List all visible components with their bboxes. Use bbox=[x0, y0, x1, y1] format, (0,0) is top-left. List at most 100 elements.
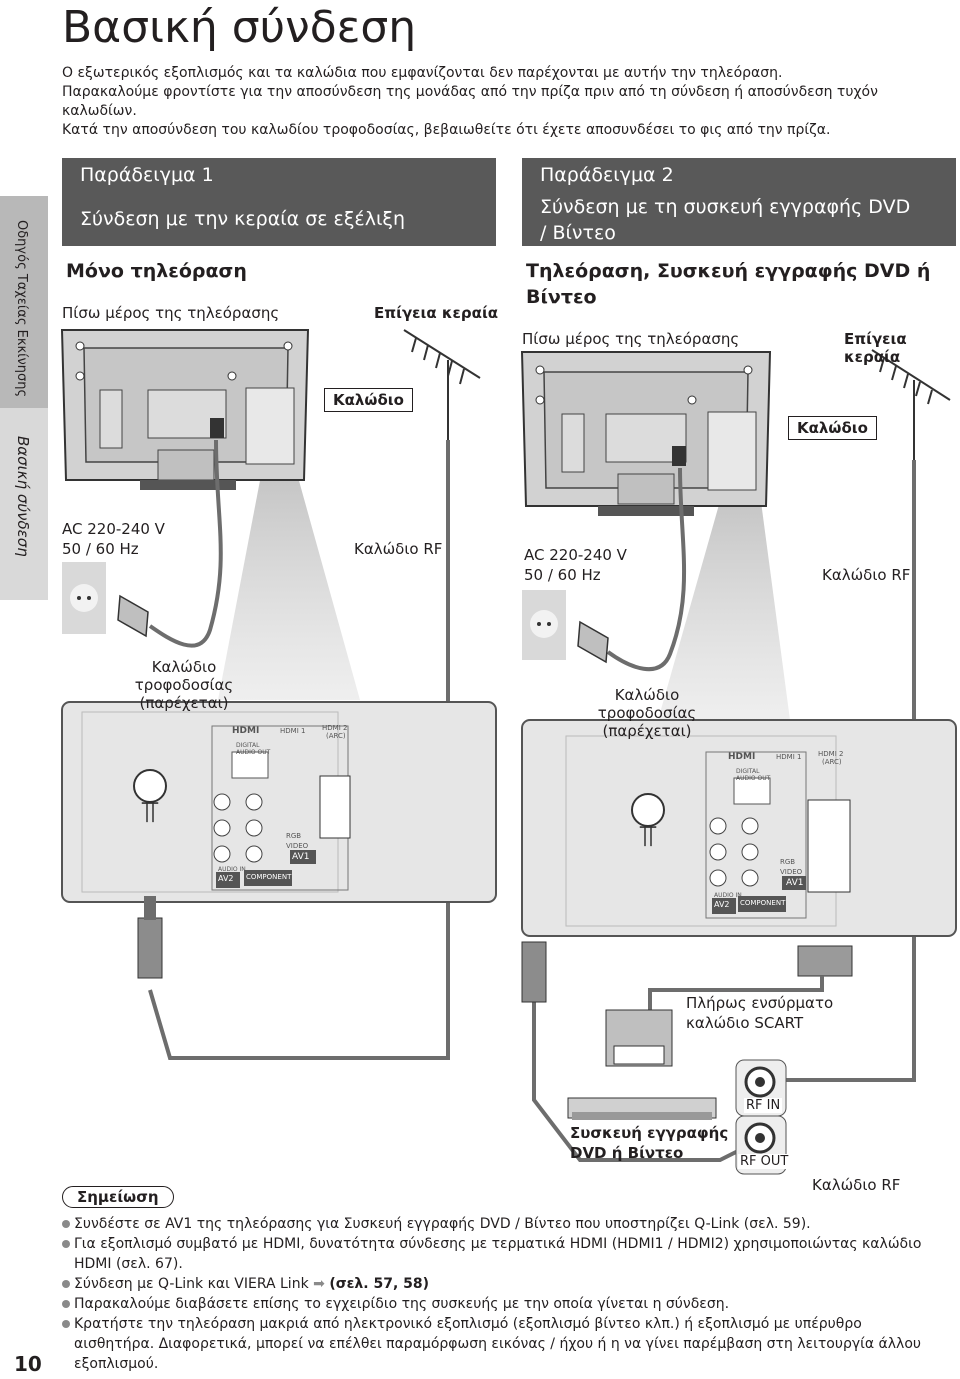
example1-rf-cable: Καλώδιο RF bbox=[354, 540, 443, 558]
rf-in-label: RF IN bbox=[744, 1098, 783, 1113]
rf-out-label: RF OUT bbox=[738, 1154, 791, 1169]
note-item: Σύνδεση με Q-Link και VIERA Link ➡ (σελ.… bbox=[62, 1274, 942, 1294]
recorder-label-2: DVD ή Βίντεο bbox=[570, 1144, 684, 1162]
svg-text:⫪: ⫪ bbox=[142, 795, 160, 830]
panel1-av1: AV1 bbox=[292, 852, 310, 862]
dvd-recorder-icon bbox=[567, 1097, 717, 1120]
example2-rear: Πίσω μέρος της τηλεόρασης bbox=[522, 330, 740, 348]
panel1-av2: AV2 bbox=[218, 874, 234, 883]
example1-setup: Μόνο τηλεόραση bbox=[66, 260, 247, 282]
panel1-video: VIDEO bbox=[286, 842, 309, 850]
scart-cable bbox=[648, 976, 824, 1010]
panel1-arc: (ARC) bbox=[326, 732, 346, 740]
example1-power-cable: Καλώδιο τροφοδοσίας (παρέχεται) bbox=[114, 658, 254, 712]
tv-rear-1 bbox=[60, 329, 310, 490]
notes-heading: Σημείωση bbox=[62, 1186, 174, 1208]
panel1-component: COMPONENT bbox=[246, 873, 292, 881]
example2-power-cable-2: (παρέχεται) bbox=[602, 722, 692, 740]
panel1-hdmi2: HDMI 2 bbox=[322, 724, 348, 732]
scart-socket bbox=[613, 1045, 665, 1065]
rf-plug-2 bbox=[521, 941, 547, 1003]
example2-setup-1: Τηλεόραση, Συσκευή εγγραφής DVD ή bbox=[526, 260, 931, 282]
note-item: Παρακαλούμε διαβάσετε επίσης το εγχειρίδ… bbox=[62, 1294, 942, 1314]
example1-cable: Καλώδιο bbox=[324, 388, 413, 412]
example1-ac-1: AC 220-240 V bbox=[62, 520, 165, 538]
panel1-digital-audio: DIGITAL AUDIO OUT bbox=[236, 742, 271, 756]
scart-label-1: Πλήρως ενσύρματο bbox=[686, 994, 834, 1012]
example1-rear: Πίσω μέρος της τηλεόρασης bbox=[62, 304, 280, 322]
wall-socket-icon-1 bbox=[62, 562, 106, 634]
intro-text: Ο εξωτερικός εξοπλισμός και τα καλώδια π… bbox=[62, 64, 922, 140]
panel1-rgb: RGB bbox=[286, 832, 302, 840]
example1-antenna: Επίγεια κεραία bbox=[374, 304, 499, 322]
tv-panel-1: ⫪ bbox=[61, 701, 497, 903]
example2-cable: Καλώδιο bbox=[788, 416, 877, 440]
panel1-audio-in: AUDIO IN bbox=[218, 866, 246, 873]
example2-antenna: Επίγεια κεραία bbox=[844, 330, 907, 366]
panel2-rgb: RGB bbox=[780, 858, 796, 866]
note-item: Για εξοπλισμό συμβατό με HDMI, δυνατότητ… bbox=[62, 1234, 942, 1274]
example2-power-cable: Καλώδιο τροφοδοσίας (παρέχεται) bbox=[574, 686, 720, 740]
example1-title: Παράδειγμα 1 bbox=[80, 164, 214, 186]
panel2-digital-audio: DIGITAL AUDIO OUT bbox=[736, 768, 771, 782]
example2-rf-cable: Καλώδιο RF bbox=[822, 566, 911, 584]
page-number: 10 bbox=[14, 1352, 42, 1376]
scart-label-2: καλώδιο SCART bbox=[686, 1014, 804, 1032]
example1-subtitle: Σύνδεση με την κεραία σε εξέλιξη bbox=[80, 208, 406, 230]
intro-line-2: Παρακαλούμε φροντίστε για την αποσύνδεση… bbox=[62, 84, 878, 119]
rf-plug-1-neck bbox=[144, 896, 156, 920]
panel1-hdmi1: HDMI 1 bbox=[280, 727, 306, 735]
wall-socket-icon-2 bbox=[522, 590, 566, 660]
panel2-hdmi1: HDMI 1 bbox=[776, 753, 802, 761]
zoom-beam-2 bbox=[658, 494, 790, 720]
rf-cable-antenna-2 bbox=[776, 460, 916, 1082]
rf-cable-out-2 bbox=[532, 1000, 757, 1162]
panel2-hdmi: HDMI bbox=[728, 752, 756, 762]
page-title: Βασική σύνδεση bbox=[62, 2, 417, 53]
panel2-arc: (ARC) bbox=[822, 758, 842, 766]
scart-plug-top bbox=[797, 945, 853, 977]
power-cable-1 bbox=[148, 439, 223, 648]
example1-header: Παράδειγμα 1 Σύνδεση με την κεραία σε εξ… bbox=[62, 158, 496, 246]
tv-rear-2 bbox=[520, 351, 772, 516]
example1-power-cable-2: (παρέχεται) bbox=[139, 694, 229, 712]
antenna-icon-2 bbox=[871, 349, 951, 460]
panel2-hdmi2: HDMI 2 bbox=[818, 750, 844, 758]
example2-ac-2: 50 / 60 Hz bbox=[524, 566, 601, 584]
recorder-label-1: Συσκευή εγγραφής bbox=[570, 1124, 729, 1142]
zoom-beam-1 bbox=[218, 470, 360, 700]
panel2-audio-in: AUDIO IN bbox=[714, 892, 742, 899]
power-plug-2 bbox=[577, 620, 609, 664]
intro-line-1: Ο εξωτερικός εξοπλισμός και τα καλώδια π… bbox=[62, 65, 783, 81]
power-plug-1 bbox=[117, 594, 149, 638]
antenna-icon-1 bbox=[403, 329, 481, 440]
svg-text:⫪: ⫪ bbox=[640, 819, 658, 854]
example2-subtitle-1: Σύνδεση με τη συσκευή εγγραφής DVD bbox=[540, 196, 911, 218]
example2-setup-2: Βίντεο bbox=[526, 286, 597, 308]
power-cable-2 bbox=[606, 467, 687, 672]
arrow-right-icon: ➡ bbox=[313, 1276, 325, 1292]
panel1-hdmi: HDMI bbox=[232, 726, 260, 736]
side-tab-active bbox=[0, 196, 48, 408]
example2-title: Παράδειγμα 2 bbox=[540, 164, 674, 186]
example2-power-cable-1: Καλώδιο τροφοδοσίας bbox=[597, 686, 697, 722]
note-item-text: Σύνδεση με Q-Link και VIERA Link bbox=[74, 1276, 309, 1292]
panel2-component: COMPONENT bbox=[740, 899, 786, 907]
tv-panel-2: ⫪ bbox=[521, 719, 957, 937]
panel2-av1: AV1 bbox=[786, 878, 804, 888]
side-tab-section: Βασική σύνδεση bbox=[14, 436, 32, 557]
example2-ac-1: AC 220-240 V bbox=[524, 546, 627, 564]
side-tab-guide: Οδηγός Ταχείας Εκκίνησης bbox=[14, 220, 29, 398]
note-item: Κρατήστε την τηλεόραση μακριά από ηλεκτρ… bbox=[62, 1314, 942, 1374]
example2-header: Παράδειγμα 2 Σύνδεση με τη συσκευή εγγρα… bbox=[522, 158, 956, 246]
rf-plug-1 bbox=[137, 917, 163, 979]
notes-section: Σημείωση Συνδέστε σε AV1 της τηλεόρασης … bbox=[62, 1186, 942, 1374]
panel2-av2: AV2 bbox=[714, 900, 730, 909]
example2-subtitle-2: / Βίντεο bbox=[540, 222, 616, 244]
example1-power-cable-1: Καλώδιο τροφοδοσίας bbox=[134, 658, 234, 694]
note-qlink-ref: (σελ. 57, 58) bbox=[329, 1276, 430, 1292]
note-item: Συνδέστε σε AV1 της τηλεόρασης για Συσκε… bbox=[62, 1214, 942, 1234]
notes-list: Συνδέστε σε AV1 της τηλεόρασης για Συσκε… bbox=[62, 1214, 942, 1374]
intro-line-3: Κατά την αποσύνδεση του καλωδίου τροφοδο… bbox=[62, 122, 831, 138]
